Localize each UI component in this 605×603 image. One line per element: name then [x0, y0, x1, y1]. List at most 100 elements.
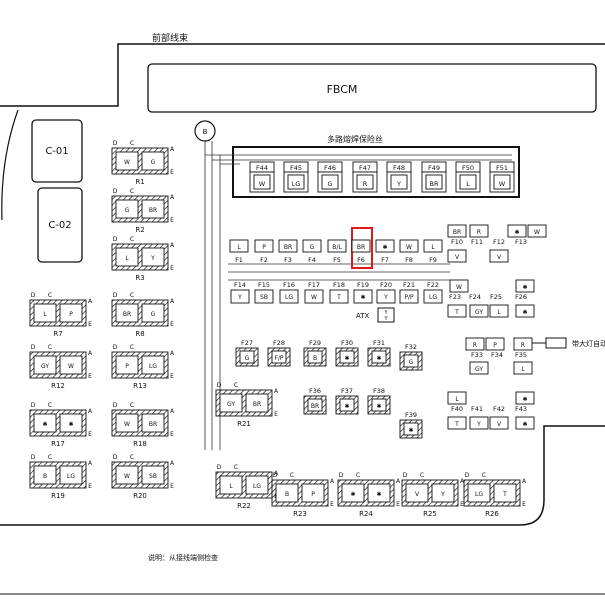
row1-fuse-wire-box [302, 239, 322, 253]
relay-pin-d: D [31, 344, 36, 351]
relay-coil-right [141, 247, 165, 267]
relay-coil-right [493, 483, 517, 503]
right-fuse-label: F11 [471, 238, 483, 246]
mid-fuse-wire: ✱ [376, 355, 381, 362]
relay-label: R1 [135, 178, 144, 186]
relay-coil-left [115, 303, 139, 323]
mid-fuse-wire: B [313, 355, 317, 362]
relay-coil-left [405, 483, 429, 503]
right-fuse-label: F24 [469, 293, 481, 301]
row1-fuse-label: F4 [308, 256, 316, 264]
row1-fuse-wire: B/L [332, 244, 342, 251]
mid-fuse-label: F29 [309, 339, 321, 347]
top-fuse-inner [390, 174, 408, 190]
relay-coil-left [33, 465, 57, 485]
right-fuse-wire: R [477, 229, 481, 236]
right-fuse-wire-box [447, 391, 467, 405]
row2-fuse-wire-box [329, 289, 349, 304]
right-fuse-wire-box [515, 304, 535, 318]
relay-coil-left [115, 413, 139, 433]
relay-pin-e: E [170, 373, 174, 380]
right-fuse-wire: L [455, 396, 459, 403]
row2-fuse-wire: ✱ [360, 294, 365, 301]
relay-label: R2 [135, 226, 144, 234]
right-fuse-wire: ✱ [522, 284, 527, 291]
right-fuse-label: F34 [491, 351, 503, 359]
mid-fuse-label: F27 [241, 339, 253, 347]
relay-coil-left [115, 465, 139, 485]
relay-pin-a: A [88, 408, 93, 415]
relay-coil-right [59, 465, 83, 485]
relay-pin-left: L [229, 483, 233, 490]
row1-fuse-wire: L [431, 244, 435, 251]
atx-wire-bottom: Y [383, 316, 388, 322]
mid-fuse-inner [239, 350, 255, 364]
relay-pin-left: B [285, 491, 289, 498]
relay-pin-a: A [396, 478, 401, 485]
mid-fuse-wire: ✱ [344, 355, 349, 362]
row1-fuse-label: F5 [333, 256, 341, 264]
relay-pin-a: A [88, 350, 93, 357]
right-fuse-wire-box [527, 224, 547, 238]
relay-label: R17 [51, 440, 65, 448]
row2-fuse-wire-box [254, 289, 274, 304]
top-fuse-label: F45 [290, 164, 302, 172]
relay-pin-c: C [234, 382, 238, 389]
relay-pin-e: E [170, 265, 174, 272]
relay-coil-right [367, 483, 391, 503]
row1-fuse-wire: BR [357, 244, 365, 251]
right-fuse-wire-box [489, 249, 509, 263]
right-fuse-wire-box [469, 416, 489, 430]
row1-fuse-wire-box [278, 239, 298, 253]
connector-c01-label: C-01 [45, 146, 68, 157]
relay-pin-right: ✱ [376, 491, 381, 498]
relay-coil-left [219, 475, 243, 495]
right-fuse-wire-box [447, 249, 467, 263]
top-fuse-wire: R [363, 180, 368, 188]
row2-fuse-wire-box [376, 289, 396, 304]
relay-pin-c: C [130, 454, 134, 461]
top-fuse-wire: L [466, 180, 470, 188]
relay-pin-c: C [420, 472, 424, 479]
relay-pin-left: ✱ [42, 421, 47, 428]
mid-fuse-label: F28 [273, 339, 285, 347]
relay-pin-a: A [460, 478, 465, 485]
mid-fuse-wire: G [245, 355, 250, 362]
relay-label: R8 [135, 330, 144, 338]
relay-pin-c: C [130, 140, 134, 147]
relay-pin-left: V [415, 491, 420, 498]
relay-pin-right: BR [149, 207, 157, 214]
relay-coil-left [33, 303, 57, 323]
relay-coil-right [141, 199, 165, 219]
relay-pin-right: ✱ [68, 421, 73, 428]
right-fuse-wire-box [507, 224, 527, 238]
atx-fuse [377, 307, 395, 323]
right-fuse-label: F10 [451, 238, 463, 246]
relay-label: R21 [237, 420, 251, 428]
mid-fuse-inner [339, 350, 355, 364]
right-fuse-wire-box [447, 304, 467, 318]
relay-pin-right: G [151, 311, 156, 318]
row2-fuse-label: F15 [258, 281, 270, 289]
right-fuse-wire: R [521, 342, 525, 349]
row2-fuse-wire: Y [383, 294, 388, 301]
right-fuse-label: F26 [515, 293, 527, 301]
relay-pin-left: W [124, 421, 130, 428]
row1-fuse-wire: L [237, 244, 241, 251]
relay-pin-left: P [125, 363, 129, 370]
fbcm-module [147, 63, 597, 113]
right-fuse-label: F23 [449, 293, 461, 301]
right-fuse-wire: L [497, 309, 501, 316]
relay-pin-a: A [88, 298, 93, 305]
right-fuse-label: F33 [471, 351, 483, 359]
relay-pin-right: T [502, 491, 507, 498]
relay-pin-left: G [125, 207, 130, 214]
row2-fuse-label: F16 [283, 281, 295, 289]
relay-pin-left: LG [475, 491, 483, 498]
row1-fuse-label: F8 [405, 256, 413, 264]
top-fuse-label: F46 [324, 164, 336, 172]
right-fuse-wire-box [447, 224, 467, 238]
relay-pin-a: A [330, 478, 335, 485]
right-fuse-wire-box [513, 361, 533, 375]
relay-pin-left: GY [41, 363, 49, 370]
